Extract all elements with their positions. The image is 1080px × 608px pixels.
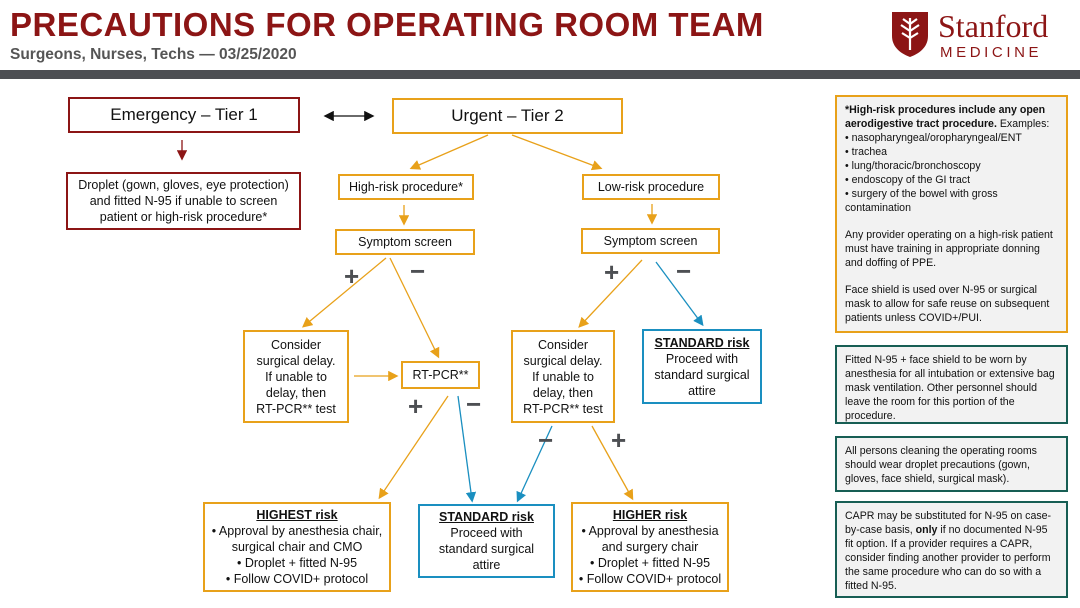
minus-sign: − xyxy=(676,256,692,286)
header-divider xyxy=(0,70,1080,79)
urgent-tier2-box: Urgent – Tier 2 xyxy=(392,98,623,134)
list-item: endoscopy of the GI tract xyxy=(845,173,1058,187)
highest-risk-line: surgical chair and CMO xyxy=(231,540,363,554)
consider-left-line: If unable to xyxy=(265,369,327,384)
standard-risk-mid-box: STANDARD risk Proceed with standard surg… xyxy=(418,504,555,578)
symptom-screen-left-label: Symptom screen xyxy=(358,235,452,249)
symptom-screen-right-box: Symptom screen xyxy=(581,228,720,254)
capr-note-part1: CAPR may be substituted for N-95 on case… xyxy=(845,510,1052,536)
arrow-rtpcr-highest xyxy=(378,395,449,500)
higher-risk-line: and surgery chair xyxy=(601,540,699,554)
cleaning-note-box: All persons cleaning the operating rooms… xyxy=(835,436,1068,492)
standard-risk-mid-line: standard surgical xyxy=(438,542,535,556)
arrow-consider-standard xyxy=(516,425,553,503)
low-risk-procedure-label: Low-risk procedure xyxy=(597,180,705,194)
higher-risk-line: • Follow COVID+ protocol xyxy=(578,572,722,586)
capr-note: CAPR may be substituted for N-95 on case… xyxy=(845,509,1058,593)
logo-sub: MEDICINE xyxy=(940,44,1043,61)
consider-left-line: surgical delay. xyxy=(256,353,336,368)
consider-right-line: surgical delay. xyxy=(523,353,603,368)
highest-risk-line: • Approval by anesthesia chair, xyxy=(211,524,383,538)
standard-risk-right-title: STANDARD risk xyxy=(654,335,750,350)
highest-risk-line: • Droplet + fitted N-95 xyxy=(236,556,358,570)
capr-note-part2: if no documented N-95 fit option. If a p… xyxy=(845,524,1051,592)
stanford-medicine-logo: Stanford MEDICINE xyxy=(888,10,1068,62)
arrow-screen-consider-right xyxy=(578,259,643,328)
high-risk-procedure-box: High-risk procedure* xyxy=(338,174,474,200)
standard-risk-mid-line: attire xyxy=(472,558,501,572)
rt-pcr-label: RT-PCR** xyxy=(412,368,469,382)
droplet-text: Droplet (gown, gloves, eye protection) a… xyxy=(78,178,289,224)
consider-right-line: delay, then xyxy=(532,385,594,400)
low-risk-procedure-box: Low-risk procedure xyxy=(582,174,720,200)
arrow-screen-standard xyxy=(655,261,704,327)
high-risk-intro-bold: *High-risk procedures include any open a… xyxy=(845,104,1046,130)
high-risk-examples-list: nasopharyngeal/oropharyngeal/ENT trachea… xyxy=(845,131,1058,215)
plus-sign: + xyxy=(408,391,424,421)
highest-risk-line: • Follow COVID+ protocol xyxy=(225,572,369,586)
plus-sign: + xyxy=(604,257,620,287)
capr-note-box: CAPR may be substituted for N-95 on case… xyxy=(835,501,1068,598)
standard-risk-right-box: STANDARD risk Proceed with standard surg… xyxy=(642,329,762,404)
stanford-tree-shield-icon xyxy=(892,12,928,57)
high-risk-procedure-label: High-risk procedure* xyxy=(349,180,463,194)
arrow-screen-rtpcr xyxy=(389,257,440,359)
page-title: PRECAUTIONS FOR OPERATING ROOM TEAM xyxy=(10,6,764,43)
consider-delay-left-box: Consider surgical delay. If unable to de… xyxy=(243,330,349,423)
symptom-screen-left-box: Symptom screen xyxy=(335,229,475,255)
consider-right-line: RT-PCR** test xyxy=(523,401,603,416)
minus-sign: − xyxy=(538,425,554,455)
standard-risk-mid-title: STANDARD risk xyxy=(439,510,534,524)
standard-risk-right-line: Proceed with xyxy=(665,351,739,366)
consider-right-line: Consider xyxy=(537,337,589,352)
list-item: nasopharyngeal/oropharyngeal/ENT xyxy=(845,131,1058,145)
arrow-urgent-highrisk xyxy=(409,134,489,170)
rt-pcr-box: RT-PCR** xyxy=(401,361,480,389)
consider-right-line: If unable to xyxy=(532,369,594,384)
emergency-label: Emergency – Tier 1 xyxy=(110,105,258,124)
plus-sign: + xyxy=(611,425,627,455)
list-item: surgery of the bowel with gross contamin… xyxy=(845,187,1058,215)
logo-name: Stanford xyxy=(938,8,1049,44)
consider-left-line: Consider xyxy=(270,337,322,352)
cleaning-note: All persons cleaning the operating rooms… xyxy=(845,445,1037,485)
plus-sign: + xyxy=(344,261,360,291)
higher-risk-title: HIGHER risk xyxy=(612,508,688,522)
higher-risk-line: • Droplet + fitted N-95 xyxy=(589,556,711,570)
high-risk-info-box: *High-risk procedures include any open a… xyxy=(835,95,1068,333)
standard-risk-right-line: standard surgical xyxy=(654,367,750,382)
higher-risk-line: • Approval by anesthesia xyxy=(581,524,719,538)
list-item: lung/thoracic/bronchoscopy xyxy=(845,159,1058,173)
high-risk-intro: *High-risk procedures include any open a… xyxy=(845,103,1058,131)
arrow-urgent-lowrisk xyxy=(511,134,603,171)
face-shield-note: Face shield is used over N-95 or surgica… xyxy=(845,284,1050,324)
symptom-screen-right-label: Symptom screen xyxy=(603,234,698,248)
highest-risk-title: HIGHEST risk xyxy=(256,508,338,522)
ppe-training-note: Any provider operating on a high-risk pa… xyxy=(845,229,1053,269)
page-subtitle: Surgeons, Nurses, Techs — 03/25/2020 xyxy=(10,46,297,63)
consider-left-line: delay, then xyxy=(265,385,327,400)
minus-sign: − xyxy=(410,256,426,286)
standard-risk-right-line: attire xyxy=(688,383,716,398)
arrow-screen-consider-left xyxy=(301,257,387,328)
consider-left-line: RT-PCR** test xyxy=(256,401,336,416)
highest-risk-box: HIGHEST risk • Approval by anesthesia ch… xyxy=(203,502,391,592)
anesthesia-note: Fitted N-95 + face shield to be worn by … xyxy=(845,354,1055,422)
arrow-consider-higher xyxy=(591,425,634,501)
urgent-label: Urgent – Tier 2 xyxy=(451,106,564,125)
high-risk-intro-rest: Examples: xyxy=(996,118,1050,130)
consider-delay-right-box: Consider surgical delay. If unable to de… xyxy=(511,330,615,423)
minus-sign: − xyxy=(466,389,482,419)
emergency-tier1-box: Emergency – Tier 1 xyxy=(68,97,300,133)
anesthesia-note-box: Fitted N-95 + face shield to be worn by … xyxy=(835,345,1068,424)
arrow-rtpcr-standard xyxy=(457,395,477,503)
list-item: trachea xyxy=(845,145,1058,159)
droplet-box: Droplet (gown, gloves, eye protection) a… xyxy=(66,172,301,230)
capr-note-bold: only xyxy=(915,524,938,536)
higher-risk-box: HIGHER risk • Approval by anesthesia and… xyxy=(571,502,729,592)
standard-risk-mid-line: Proceed with xyxy=(450,526,523,540)
